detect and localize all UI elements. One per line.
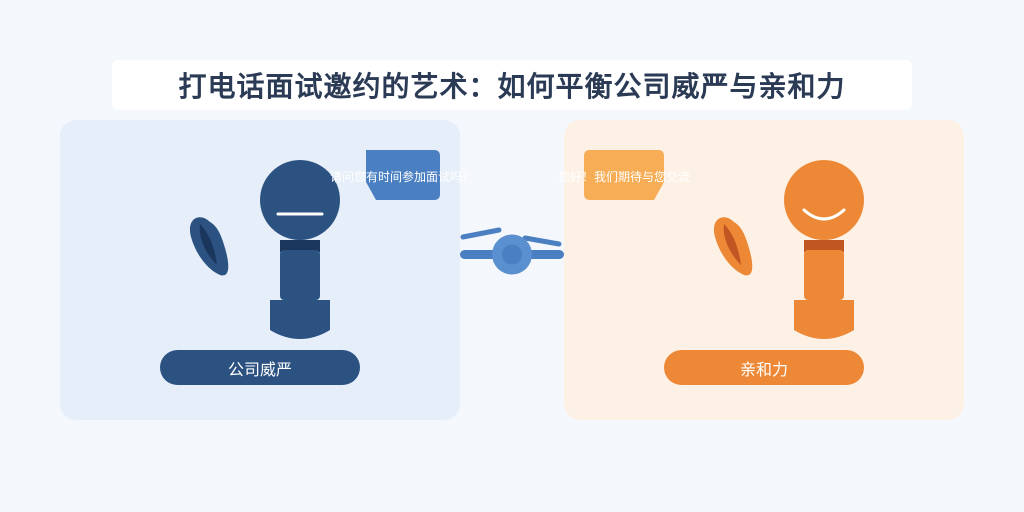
authority-panel: 请问您有时间参加面试吗？ 公司威严: [60, 120, 474, 420]
approachability-figure: [584, 150, 864, 339]
authority-figure: [189, 150, 440, 339]
approachability-base: [794, 300, 854, 339]
authority-collar: [280, 240, 320, 252]
page-title: 打电话面试邀约的艺术：如何平衡公司威严与亲和力: [178, 70, 846, 103]
approachability-torso: [804, 250, 844, 300]
authority-speech-text: 请问您有时间参加面试吗？: [330, 170, 475, 184]
approachability-panel: 您好！我们期待与您交流 亲和力: [558, 120, 964, 420]
authority-base: [270, 300, 330, 339]
authority-torso: [280, 250, 320, 300]
approachability-speech-bubble: [584, 150, 664, 200]
approachability-smile: [802, 208, 846, 221]
title-box: 打电话面试邀约的艺术：如何平衡公司威严与亲和力: [112, 60, 912, 110]
approachability-head: [784, 160, 864, 240]
authority-head: [260, 160, 340, 240]
approachability-speech-text: 您好！我们期待与您交流: [558, 170, 691, 184]
authority-speech-bubble: [366, 150, 440, 200]
approachability-label: 亲和力: [664, 350, 864, 385]
authority-label: 公司威严: [160, 350, 360, 385]
approachability-collar: [804, 240, 844, 252]
balance-scale-icon: [460, 227, 564, 275]
